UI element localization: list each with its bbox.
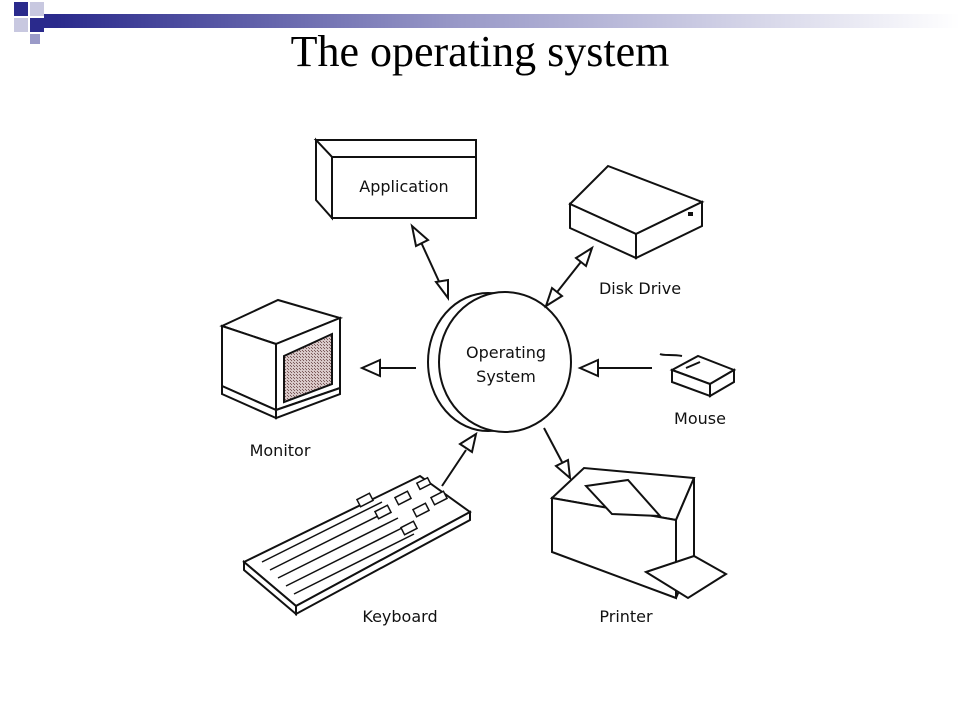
os-label-line2: System	[476, 367, 536, 386]
printer-node: Printer	[549, 466, 728, 626]
slide-header-bar	[14, 2, 960, 44]
disk-drive-label: Disk Drive	[599, 279, 681, 298]
operating-system-node: Operating System	[427, 291, 572, 433]
printer-label: Printer	[599, 607, 653, 626]
slide-title: The operating system	[290, 27, 670, 76]
mouse-label: Mouse	[674, 409, 726, 428]
edge-os-monitor	[359, 358, 416, 378]
application-label: Application	[359, 177, 448, 196]
edge-keyboard-os	[441, 431, 478, 487]
edge-disk-os	[544, 245, 594, 309]
disk-drive-node: Disk Drive	[568, 164, 705, 298]
keyboard-label: Keyboard	[362, 607, 437, 626]
os-label-line1: Operating	[466, 343, 546, 362]
header-squares	[14, 2, 58, 44]
edge-mouse-os	[577, 358, 652, 378]
keyboard-node: Keyboard	[242, 474, 472, 626]
header-gradient-band	[56, 14, 960, 28]
monitor-label: Monitor	[250, 441, 311, 460]
application-node: Application	[313, 137, 477, 221]
edge-application-os	[410, 223, 449, 301]
mouse-node: Mouse	[659, 353, 737, 428]
edges	[359, 223, 652, 487]
edge-os-printer	[543, 427, 572, 481]
monitor-node: Monitor	[219, 298, 344, 460]
